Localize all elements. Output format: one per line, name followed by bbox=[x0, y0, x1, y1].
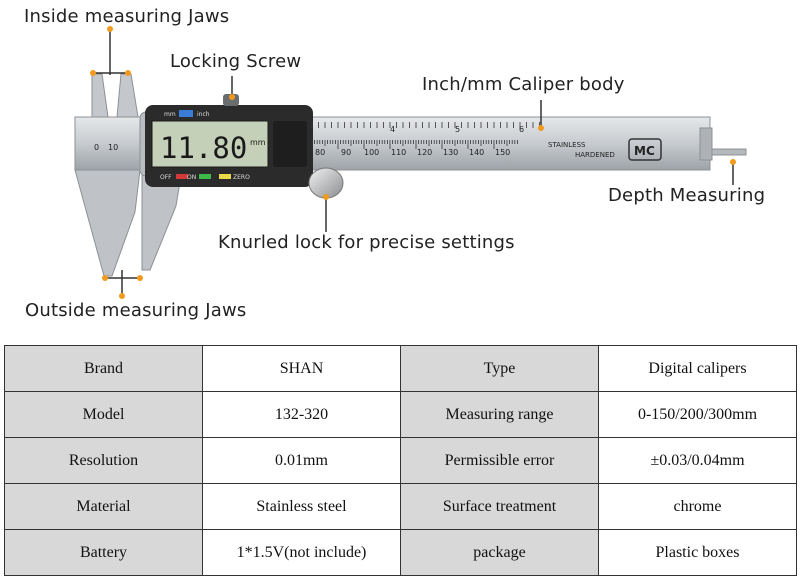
callout-knurled-lock: Knurled lock for precise settings bbox=[218, 232, 515, 253]
button-label-on: ON bbox=[187, 174, 196, 181]
scale-ticks bbox=[311, 122, 540, 149]
callout-inside-jaws: Inside measuring Jaws bbox=[24, 6, 230, 27]
spec-value: chrome bbox=[598, 483, 797, 530]
spec-label: Battery bbox=[4, 529, 203, 576]
callout-locking-screw: Locking Screw bbox=[170, 51, 302, 72]
scale-number: 140 bbox=[469, 148, 484, 157]
scale-number: 90 bbox=[341, 148, 351, 157]
lcd-reading: 11.80 bbox=[160, 131, 247, 165]
spec-label: Material bbox=[4, 483, 203, 530]
callout-outside-jaws: Outside measuring Jaws bbox=[25, 300, 247, 321]
spec-value: 0.01mm bbox=[202, 437, 401, 484]
button-label-zero: ZERO bbox=[233, 174, 250, 181]
spec-label: Measuring range bbox=[400, 391, 599, 438]
inch-mark: 5 bbox=[455, 125, 460, 134]
scale-number: 110 bbox=[391, 148, 406, 157]
spec-label: Resolution bbox=[4, 437, 203, 484]
toggle-label-mm: mm bbox=[164, 111, 176, 118]
scale-number: 150 bbox=[495, 148, 510, 157]
scale-number: 10 bbox=[108, 143, 118, 152]
lcd-unit: mm bbox=[250, 138, 266, 147]
inch-mark: 6 bbox=[519, 125, 524, 134]
knurled-lock-wheel bbox=[308, 167, 344, 199]
caliper-diagram: 11.80 mm mm inch OFF ON ZERO 0 10 80 90 … bbox=[24, 6, 766, 321]
inside-jaw-sliding bbox=[116, 73, 139, 118]
spec-table: Brand SHAN Type Digital calipers Model 1… bbox=[4, 345, 797, 576]
scale-number: 80 bbox=[315, 148, 325, 157]
spec-label: Type bbox=[400, 345, 599, 392]
on-button bbox=[199, 174, 211, 179]
off-button bbox=[176, 174, 188, 179]
table-row: Battery 1*1.5V(not include) package Plas… bbox=[4, 529, 797, 576]
stamp-hardened: HARDENED bbox=[575, 151, 615, 159]
spec-value: ±0.03/0.04mm bbox=[598, 437, 797, 484]
spec-value: Stainless steel bbox=[202, 483, 401, 530]
spec-value: 132-320 bbox=[202, 391, 401, 438]
callout-caliper-body: Inch/mm Caliper body bbox=[422, 74, 625, 95]
table-row: Resolution 0.01mm Permissible error ±0.0… bbox=[4, 437, 797, 484]
zero-button bbox=[219, 174, 231, 179]
outside-jaw-fixed bbox=[74, 169, 141, 277]
scale-number: 120 bbox=[417, 148, 432, 157]
spec-value: 1*1.5V(not include) bbox=[202, 529, 401, 576]
table-row: Material Stainless steel Surface treatme… bbox=[4, 483, 797, 530]
stamp-stainless: STAINLESS bbox=[548, 141, 586, 149]
spec-label: package bbox=[400, 529, 599, 576]
spec-value: 0-150/200/300mm bbox=[598, 391, 797, 438]
spec-value: Digital calipers bbox=[598, 345, 797, 392]
callout-depth-measuring: Depth Measuring bbox=[608, 185, 766, 206]
spec-label: Permissible error bbox=[400, 437, 599, 484]
scale-number: 100 bbox=[364, 148, 379, 157]
spec-label: Surface treatment bbox=[400, 483, 599, 530]
spec-label: Model bbox=[4, 391, 203, 438]
mm-inch-button bbox=[179, 110, 193, 117]
caliper-illustration: 11.80 mm mm inch OFF ON ZERO 0 10 80 90 … bbox=[74, 26, 747, 299]
button-label-off: OFF bbox=[160, 174, 172, 181]
spec-value: SHAN bbox=[202, 345, 401, 392]
spec-value: Plastic boxes bbox=[598, 529, 797, 576]
spec-label: Brand bbox=[4, 345, 203, 392]
lcd-screen bbox=[151, 120, 269, 168]
inch-mark: 4 bbox=[390, 125, 395, 134]
scale-number: 130 bbox=[443, 148, 458, 157]
toggle-label-inch: inch bbox=[197, 111, 210, 118]
depth-rod bbox=[709, 148, 747, 156]
mc-logo-text: MC bbox=[634, 144, 655, 158]
table-row: Model 132-320 Measuring range 0-150/200/… bbox=[4, 391, 797, 438]
table-row: Brand SHAN Type Digital calipers bbox=[4, 345, 797, 392]
inside-jaw-fixed bbox=[91, 73, 109, 118]
scale-number: 0 bbox=[94, 143, 99, 152]
mc-logo bbox=[628, 138, 662, 161]
